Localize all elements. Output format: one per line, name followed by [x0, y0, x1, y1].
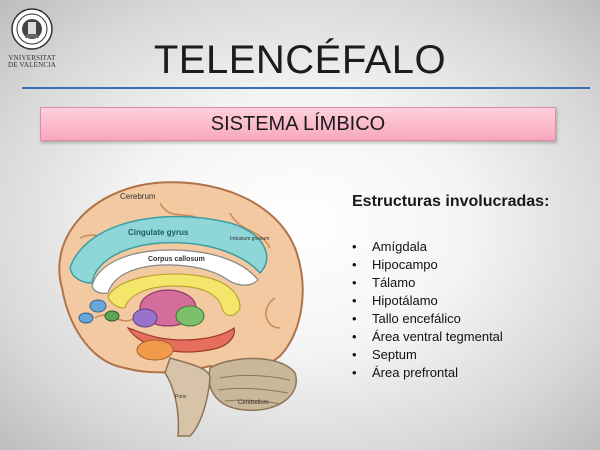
label-indusium-griseum: Indusium griseum — [230, 236, 269, 242]
list-item: Tallo encefálico — [352, 310, 503, 328]
structures-heading: Estructuras involucradas: — [352, 193, 550, 210]
list-item: Área prefrontal — [352, 364, 503, 382]
list-item: Tálamo — [352, 274, 503, 292]
logo-line-1: VNIVERSITAT — [8, 54, 56, 62]
university-seal-icon — [11, 8, 53, 50]
slide-title: TELENCÉFALO — [153, 38, 447, 82]
list-item: Hipotálamo — [352, 292, 503, 310]
brainstem-shape — [164, 357, 211, 437]
label-cingulate-gyrus: Cingulate gyrus — [128, 228, 189, 237]
list-item: Septum — [352, 346, 503, 364]
label-cerebrum: Cerebrum — [120, 192, 156, 201]
title-divider — [22, 87, 590, 89]
list-item: Amígdala — [352, 238, 503, 256]
label-pons: Pons — [175, 394, 187, 400]
list-item: Hipocampo — [352, 256, 503, 274]
university-logo: VNIVERSITAT DE VALÈNCIA — [6, 8, 58, 69]
list-item: Área ventral tegmental — [352, 328, 503, 346]
label-cerebellum: Cerebellum — [238, 400, 269, 406]
structures-list: Amígdala Hipocampo Tálamo Hipotálamo Tal… — [352, 238, 503, 382]
amygdala-shape — [136, 339, 174, 361]
corpus-callosum-shape — [91, 249, 259, 294]
brain-limbic-illustration: Cerebrum Cingulate gyrus Indusium griseu… — [58, 181, 304, 437]
cingulate-gyrus-shape — [69, 215, 268, 284]
subtitle-banner: SISTEMA LÍMBICO — [40, 107, 556, 141]
logo-line-2: DE VALÈNCIA — [7, 61, 57, 69]
fornix-shape — [107, 273, 241, 317]
cerebellum-shape — [208, 357, 297, 411]
label-corpus-callosum: Corpus callosum — [148, 256, 205, 263]
